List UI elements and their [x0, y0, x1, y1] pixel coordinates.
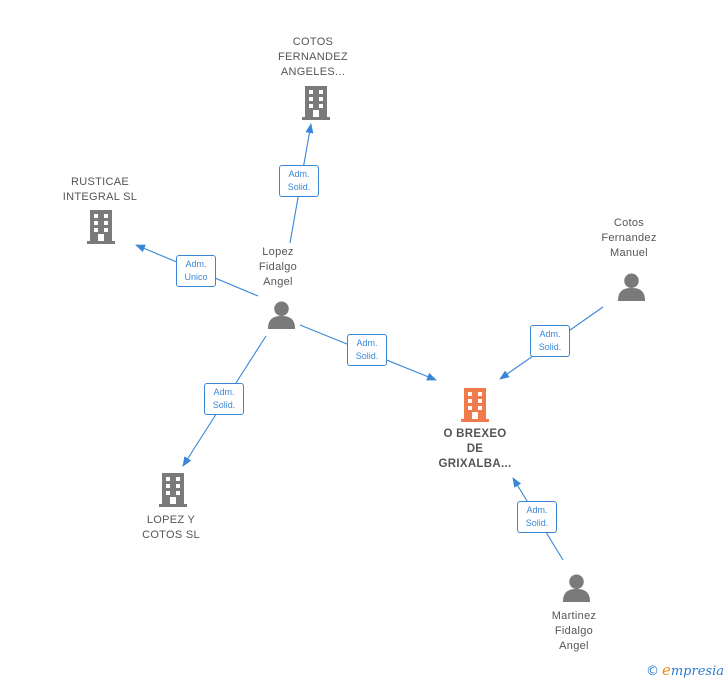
edge-label-adm-solid: Adm. Solid.: [347, 334, 387, 366]
brand-name: mpresia: [670, 664, 724, 679]
edge-label-adm-unico: Adm. Unico: [176, 255, 216, 287]
brand-initial: e: [661, 661, 671, 679]
node-label-cotos-manuel[interactable]: Cotos Fernandez Manuel: [601, 217, 657, 259]
edge-label-adm-solid: Adm. Solid.: [279, 165, 319, 197]
person-icon[interactable]: [617, 273, 646, 301]
edge-label-adm-solid: Adm. Solid.: [204, 383, 244, 415]
edge-label-adm-solid: Adm. Solid.: [517, 501, 557, 533]
node-label-o-brexeo[interactable]: O BREXEO DE GRIXALBA...: [438, 428, 512, 470]
edge-label-adm-solid: Adm. Solid.: [530, 325, 570, 357]
person-icon[interactable]: [562, 574, 591, 602]
empresia-logo[interactable]: ©empresia: [646, 661, 724, 679]
building-icon[interactable]: [302, 86, 330, 120]
node-label-lopez-angel[interactable]: Lopez Fidalgo Angel: [258, 246, 298, 288]
person-icon[interactable]: [267, 301, 296, 329]
node-label-rusticae[interactable]: RUSTICAE INTEGRAL SL: [62, 176, 138, 203]
building-icon[interactable]: [159, 473, 187, 507]
node-label-cotos-angeles[interactable]: COTOS FERNANDEZ ANGELES...: [278, 36, 348, 78]
node-label-martinez[interactable]: Martinez Fidalgo Angel: [551, 610, 597, 652]
building-icon[interactable]: [461, 388, 489, 422]
node-label-lopez-cotos[interactable]: LOPEZ Y COTOS SL: [142, 514, 200, 541]
building-icon[interactable]: [87, 210, 115, 244]
copyright-icon: ©: [645, 664, 659, 679]
